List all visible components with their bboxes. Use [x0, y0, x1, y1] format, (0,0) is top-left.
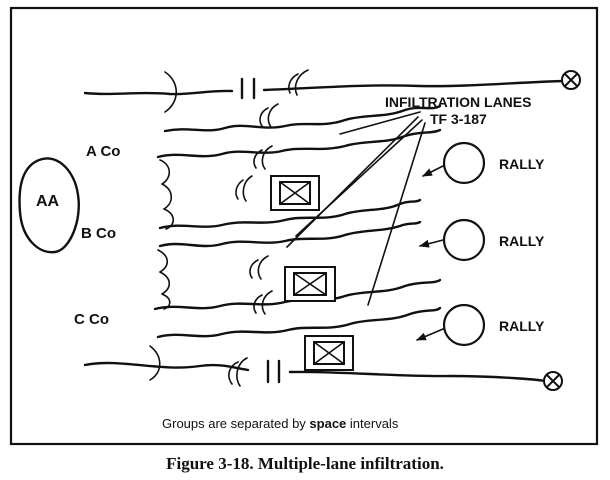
diagram-frame [9, 6, 599, 446]
space-interval-note: Groups are separated by space intervals [162, 416, 399, 431]
checkpoint-bottom [543, 371, 563, 391]
lane-line-3 [158, 198, 422, 230]
company-a-label: A Co [86, 143, 120, 160]
assembly-area-label: AA [36, 193, 60, 210]
rally-point-3 [416, 303, 486, 347]
lane-line-1 [163, 104, 442, 133]
note-text-before: Groups are separated by [162, 416, 309, 431]
checkpoint-top [561, 70, 581, 90]
lane-lines [153, 104, 442, 339]
bottom-boundary [83, 345, 547, 387]
rally-label-3: RALLY [499, 318, 545, 334]
rally-point-1 [422, 141, 486, 185]
note-text-bold: space [309, 416, 346, 431]
company-humps [157, 159, 175, 310]
company-b-label: B Co [81, 225, 116, 242]
infiltration-lanes-label: INFILTRATION LANES [385, 94, 531, 110]
arc-marks [235, 103, 279, 315]
rally-point-2 [419, 218, 486, 262]
lane-line-4 [158, 220, 422, 248]
unit-symbol-1 [270, 175, 320, 211]
figure-caption: Figure 3-18. Multiple-lane infiltration. [166, 454, 444, 473]
unit-symbol-3 [304, 335, 354, 371]
assembly-area-outline [18, 157, 80, 254]
company-c-label: C Co [74, 311, 109, 328]
note-text-after: intervals [346, 416, 399, 431]
top-boundary [83, 69, 567, 113]
task-force-label: TF 3-187 [430, 111, 487, 127]
lane-line-2 [156, 128, 442, 159]
unit-symbol-2 [284, 266, 336, 302]
rally-label-1: RALLY [499, 156, 545, 172]
label-leader-lines [286, 111, 426, 306]
rally-label-2: RALLY [499, 233, 545, 249]
lane-line-6 [156, 306, 442, 339]
